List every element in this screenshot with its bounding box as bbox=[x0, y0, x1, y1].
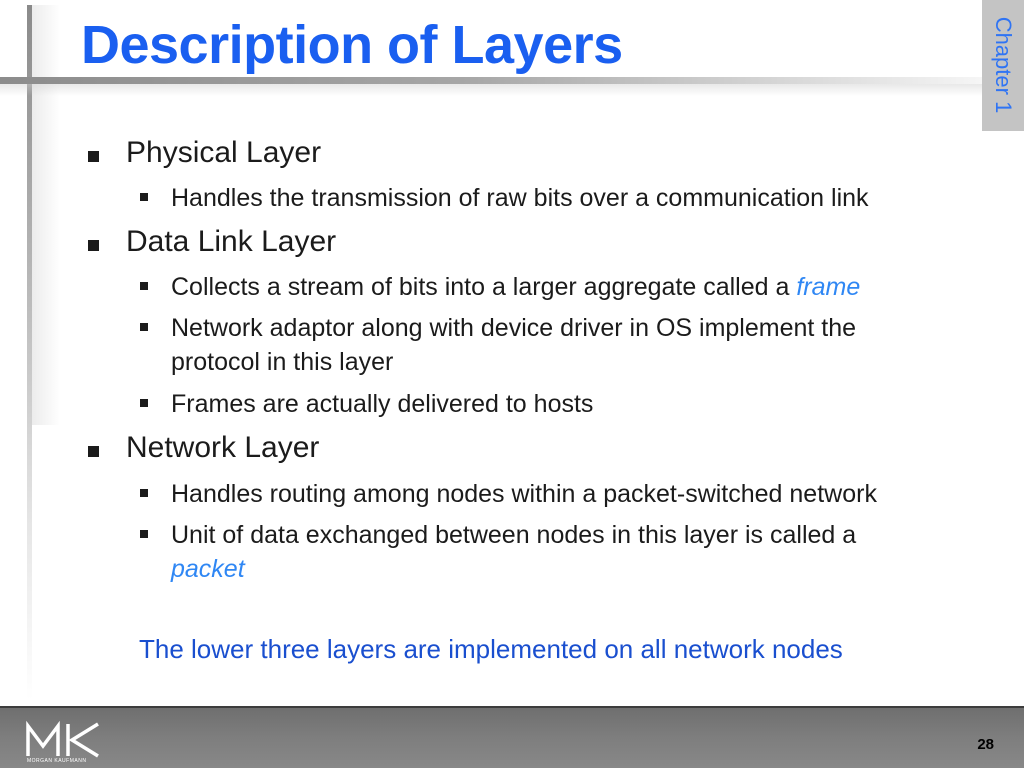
mk-logo-icon bbox=[26, 720, 99, 758]
slide-title: Description of Layers bbox=[81, 15, 623, 75]
title-underline bbox=[0, 77, 1024, 84]
footer-bar: MORGAN KAUFMANN 28 bbox=[0, 706, 1024, 768]
sub-bullet-physical-transmission: Handles the transmission of raw bits ove… bbox=[140, 181, 869, 215]
term-frame: frame bbox=[796, 273, 861, 301]
sub-bullet-network-packet: Unit of data exchanged between nodes in … bbox=[140, 518, 856, 586]
term-packet: packet bbox=[171, 555, 245, 583]
sub-bullet-network-routing: Handles routing among nodes within a pac… bbox=[140, 477, 877, 511]
square-bullet-icon bbox=[88, 446, 99, 457]
square-bullet-icon bbox=[140, 193, 148, 201]
bullet-network-layer: Network Layer bbox=[88, 431, 319, 465]
square-bullet-icon bbox=[140, 399, 148, 407]
square-bullet-icon bbox=[88, 151, 99, 162]
page-number: 28 bbox=[977, 736, 994, 753]
chapter-tab: Chapter 1 bbox=[982, 0, 1024, 131]
publisher-name: MORGAN KAUFMANN bbox=[27, 758, 87, 764]
sub-bullet-data-link-adaptor: Network adaptor along with device driver… bbox=[140, 311, 856, 379]
sub-bullet-data-link-frame: Collects a stream of bits into a larger … bbox=[140, 270, 861, 304]
bullet-data-link-layer: Data Link Layer bbox=[88, 225, 336, 259]
square-bullet-icon bbox=[140, 489, 148, 497]
vertical-line-shadow bbox=[32, 5, 60, 425]
title-underline-shadow bbox=[0, 84, 1024, 96]
summary-note: The lower three layers are implemented o… bbox=[139, 634, 843, 664]
sub-bullet-data-link-frames: Frames are actually delivered to hosts bbox=[140, 387, 593, 421]
square-bullet-icon bbox=[88, 240, 99, 251]
square-bullet-icon bbox=[140, 323, 148, 331]
square-bullet-icon bbox=[140, 530, 148, 538]
chapter-label: Chapter 1 bbox=[991, 16, 1016, 114]
bullet-physical-layer: Physical Layer bbox=[88, 136, 321, 170]
vertical-divider bbox=[27, 5, 32, 700]
square-bullet-icon bbox=[140, 282, 148, 290]
